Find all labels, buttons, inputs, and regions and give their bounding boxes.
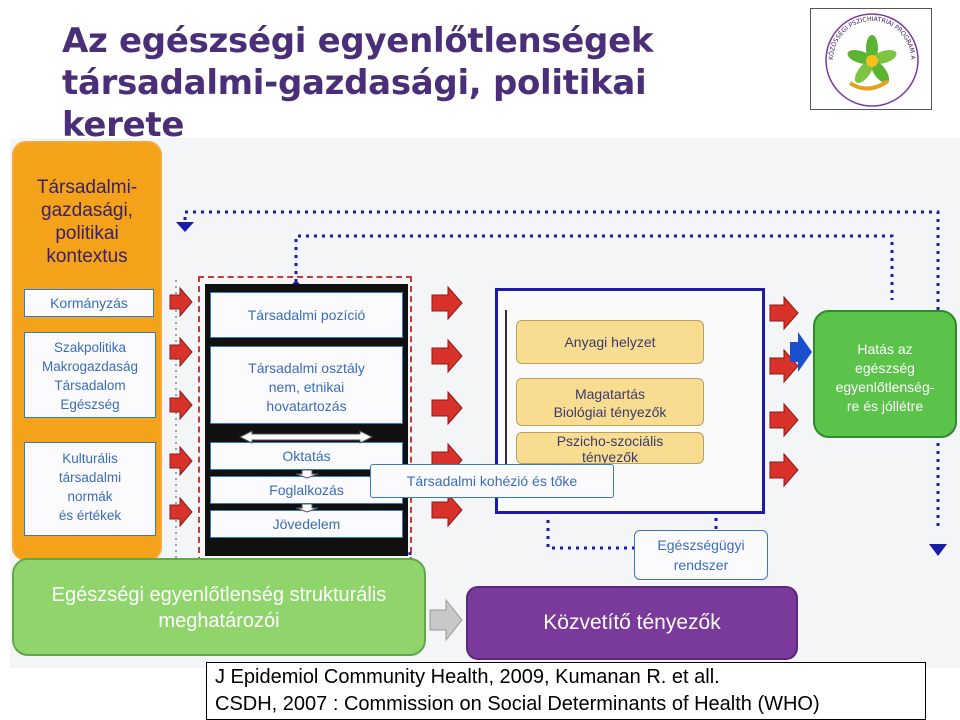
intermediary-bracket [505, 310, 513, 470]
reference-line-2: CSDH, 2007 : Commission on Social Determ… [215, 693, 820, 715]
title-line-1: Az egészségi egyenlőtlenségek [62, 21, 654, 61]
arrow-red-5 [169, 496, 193, 528]
arrow-red-8 [431, 390, 463, 426]
arrow-blue-outcome [790, 332, 812, 372]
reference-line-1: J Epidemiol Community Health, 2009, Kuma… [215, 666, 720, 688]
pszicho-szocialis-box: Pszicho-szociális tényezők [516, 432, 704, 464]
flower-logo-icon: KÖZÖSSÉGI PSZICHIÁTRIAI PROGRAM A MÁTÉSZ… [808, 2, 919, 107]
arrow-red-11 [769, 295, 799, 331]
context-title: Társadalmi- gazdasági, politikai kontext… [36, 177, 138, 267]
arrow-red-10 [431, 492, 463, 528]
anyagi-helyzet-box: Anyagi helyzet [516, 320, 704, 364]
tarsadalmi-pozicio-box: Társadalmi pozíció [210, 292, 403, 338]
arrow-grey-label [429, 598, 463, 642]
arrow-red-6 [431, 285, 463, 321]
magatartas-box: Magatartás Biológiai tényezők [516, 378, 704, 426]
arrow-red-2 [169, 336, 193, 368]
arrow-red-7 [431, 338, 463, 374]
arrow-red-14 [769, 452, 799, 488]
arrow-red-3 [169, 389, 193, 421]
program-logo: KÖZÖSSÉGI PSZICHIÁTRIAI PROGRAM A MÁTÉSZ… [808, 2, 932, 110]
feedback-arrowhead-right [929, 544, 947, 556]
arrow-red-4 [169, 445, 193, 477]
szakpolitika-box: Szakpolitika Makrogazdaság Társadalom Eg… [24, 332, 156, 418]
feedback-arrowhead-left [176, 222, 194, 232]
kulturalis-box: Kulturális társadalmi normák és értékek [24, 442, 156, 536]
health-system-link-line [546, 520, 634, 550]
kohezio-box: Társadalmi kohézió és tőke [370, 464, 614, 498]
egeszsegugyi-rendszer-box: Egészségügyi rendszer [634, 530, 768, 580]
arrow-red-1 [169, 286, 193, 318]
inner-feedback-line [294, 234, 894, 300]
structural-determinants-label: Egészségi egyenlőtlenség strukturális me… [12, 558, 426, 656]
arrow-down-2 [295, 503, 319, 513]
kormanyzas-box: Kormányzás [24, 289, 154, 317]
tarsadalmi-osztaly-box: Társadalmi osztály nem, etnikai hovatart… [210, 346, 403, 424]
arrow-red-13 [769, 402, 799, 438]
arrow-down-1 [295, 469, 319, 479]
title-line-2: társadalmi-gazdasági, politikai kerete [62, 63, 647, 145]
outcome-box: Hatás az egészség egyenlőtlenség- re és … [813, 310, 957, 438]
intermediary-factors-label: Közvetítő tényezők [466, 586, 798, 660]
page-title: Az egészségi egyenlőtlenségek társadalmi… [62, 20, 762, 146]
reference-box: J Epidemiol Community Health, 2009, Kuma… [206, 662, 926, 720]
oktatas-double-arrow [238, 430, 374, 444]
